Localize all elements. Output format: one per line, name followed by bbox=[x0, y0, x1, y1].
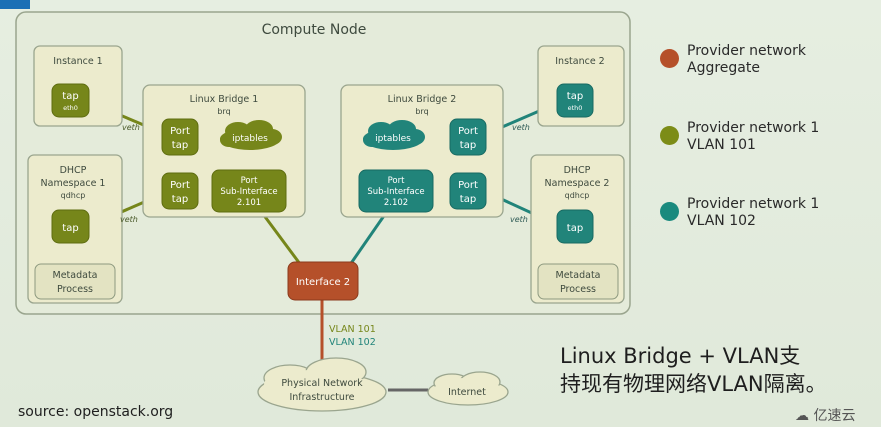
interface2-box bbox=[287, 261, 359, 301]
caption-line2: 持现有物理网络VLAN隔离。 bbox=[560, 372, 827, 396]
bridge1-port-bottom bbox=[161, 172, 199, 210]
dhcp2-title-line2: Namespace 2 bbox=[545, 178, 610, 189]
bridge2-brq: brq bbox=[415, 107, 428, 116]
bridge2-sub-line2: Sub-Interface bbox=[367, 187, 424, 197]
bridge1-sub-line1: Port bbox=[241, 176, 259, 186]
legend-swatch bbox=[660, 49, 679, 68]
bridge1-brq: brq bbox=[217, 107, 230, 116]
dhcp1-tap-label: tap bbox=[62, 223, 78, 234]
bridge2-subinterface bbox=[358, 169, 434, 213]
instance1-title: Instance 1 bbox=[53, 56, 102, 67]
watermark-text: 亿速云 bbox=[813, 408, 856, 424]
dhcp2-metadata-box bbox=[537, 263, 619, 300]
dhcp2-title-line1: DHCP bbox=[564, 165, 591, 176]
bridge1-title: Linux Bridge 1 bbox=[190, 94, 259, 105]
source-credit: source: openstack.org bbox=[18, 404, 174, 420]
bridge2-iptables-label: iptables bbox=[375, 134, 411, 144]
bridge1-port-top-line2: tap bbox=[172, 140, 188, 151]
vlan-102-label: VLAN 102 bbox=[329, 337, 376, 348]
bridge2-port-bottom bbox=[449, 172, 487, 210]
bridge1-sub-line2: Sub-Interface bbox=[220, 187, 277, 197]
instance2-tap-label: tap bbox=[567, 91, 583, 102]
bridge1-port-bottom-line1: Port bbox=[170, 180, 190, 191]
instance1-tap bbox=[51, 83, 90, 118]
bridge1-port-top-line1: Port bbox=[170, 126, 190, 137]
caption-line1: Linux Bridge + VLAN支 bbox=[560, 344, 801, 368]
instance2-tap bbox=[556, 83, 594, 118]
interface2-label: Interface 2 bbox=[296, 277, 350, 288]
legend-line2: VLAN 101 bbox=[687, 137, 756, 153]
dhcp1-title-line2: Namespace 1 bbox=[41, 178, 106, 189]
dhcp1-title-line1: DHCP bbox=[60, 165, 87, 176]
bridge2-port-bottom-line2: tap bbox=[460, 194, 476, 205]
bridge2-sub-line1: Port bbox=[388, 176, 406, 186]
dhcp1-metadata-box bbox=[34, 263, 116, 300]
top-accent-bar bbox=[0, 0, 30, 9]
legend-swatch bbox=[660, 126, 679, 145]
bridge2-port-top-line2: tap bbox=[460, 140, 476, 151]
watermark-logo: ☁ 亿速云 bbox=[795, 405, 855, 425]
watermark-icon: ☁ bbox=[795, 408, 809, 424]
compute-node-title: Compute Node bbox=[262, 22, 367, 38]
instance1-eth-label: eth0 bbox=[63, 104, 78, 112]
bridge2-port-bottom-line1: Port bbox=[458, 180, 478, 191]
physical-network-line2: Infrastructure bbox=[289, 392, 354, 403]
dhcp2-ns-label: qdhcp bbox=[565, 191, 590, 200]
physical-network-line1: Physical Network bbox=[281, 378, 363, 389]
legend-line2: Aggregate bbox=[687, 60, 760, 76]
dhcp2-tap bbox=[556, 209, 594, 244]
legend-line2: VLAN 102 bbox=[687, 213, 756, 229]
bridge1-iptables-label: iptables bbox=[232, 134, 268, 144]
legend-line1: Provider network 1 bbox=[687, 120, 820, 136]
bridge1-subinterface bbox=[211, 169, 287, 213]
legend-line1: Provider network 1 bbox=[687, 196, 820, 212]
caption: Linux Bridge + VLAN支 持现有物理网络VLAN隔离。 bbox=[560, 342, 880, 398]
internet-label: Internet bbox=[448, 387, 486, 398]
physical-network-cloud bbox=[257, 357, 387, 412]
dhcp1-metadata-line1: Metadata bbox=[53, 270, 98, 281]
bridge2-title: Linux Bridge 2 bbox=[388, 94, 457, 105]
bridge1-port-bottom-line2: tap bbox=[172, 194, 188, 205]
veth-label-4: veth bbox=[510, 215, 528, 224]
bridge2-sub-line3: 2.102 bbox=[384, 198, 408, 208]
dhcp2-tap-label: tap bbox=[567, 223, 583, 234]
instance2-title: Instance 2 bbox=[555, 56, 604, 67]
instance2-eth-label: eth0 bbox=[568, 104, 583, 112]
internet-cloud bbox=[427, 371, 509, 406]
dhcp2-metadata-line2: Process bbox=[560, 284, 596, 295]
veth-label-1: veth bbox=[122, 123, 140, 132]
dhcp2-metadata-line1: Metadata bbox=[556, 270, 601, 281]
dhcp1-tap bbox=[51, 209, 90, 244]
instance1-tap-label: tap bbox=[62, 91, 78, 102]
legend-swatch bbox=[660, 202, 679, 221]
vlan-101-label: VLAN 101 bbox=[329, 324, 376, 335]
bridge2-port-top bbox=[449, 118, 487, 156]
bridge1-port-top bbox=[161, 118, 199, 156]
bridge2-iptables-cloud bbox=[363, 120, 425, 150]
bridge1-sub-line3: 2.101 bbox=[237, 198, 261, 208]
dhcp1-metadata-line2: Process bbox=[57, 284, 93, 295]
veth-label-3: veth bbox=[512, 123, 530, 132]
legend-line1: Provider network bbox=[687, 43, 806, 59]
bridge2-port-top-line1: Port bbox=[458, 126, 478, 137]
dhcp1-ns-label: qdhcp bbox=[61, 191, 86, 200]
bridge1-iptables-cloud bbox=[220, 120, 282, 150]
veth-label-2: veth bbox=[120, 215, 138, 224]
